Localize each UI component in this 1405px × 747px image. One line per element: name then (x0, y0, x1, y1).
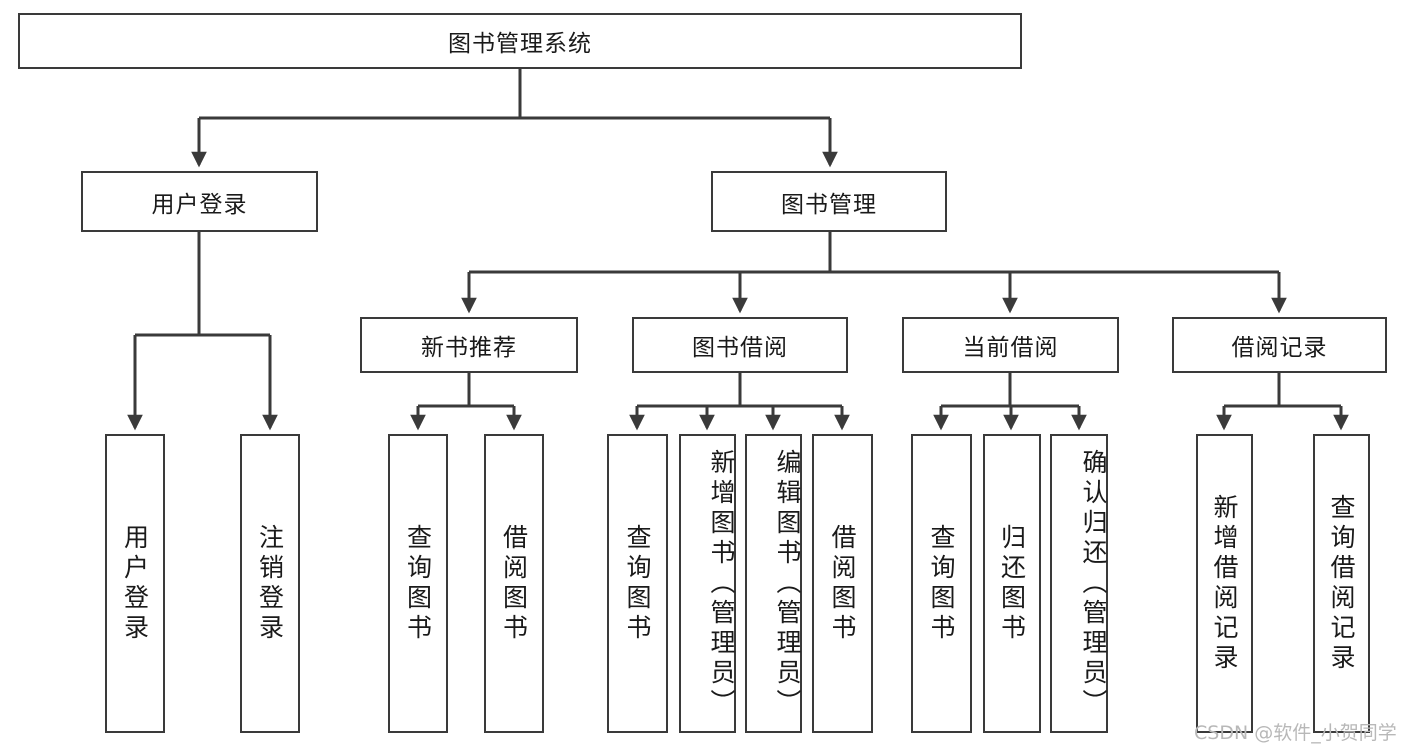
node-leaf-return-book[interactable]: 归还图书 (983, 434, 1041, 733)
node-label: 查询图书 (623, 523, 652, 644)
node-label: 归还图书 (997, 523, 1027, 644)
node-borrow-record[interactable]: 借阅记录 (1172, 317, 1387, 373)
node-label: 查询借阅记录 (1327, 493, 1356, 674)
node-label: 用户登录 (151, 191, 248, 218)
node-leaf-logout[interactable]: 注销登录 (240, 434, 300, 733)
node-current-borrow[interactable]: 当前借阅 (902, 317, 1119, 373)
node-label: 借阅图书 (828, 523, 857, 644)
node-label: 新书推荐 (421, 335, 517, 361)
node-leaf-edit-book-admin[interactable]: 编辑图书（管理员） (745, 434, 802, 733)
node-label: 新增借阅记录 (1210, 493, 1239, 674)
node-leaf-user-login[interactable]: 用户登录 (105, 434, 165, 733)
node-new-book-recommend[interactable]: 新书推荐 (360, 317, 578, 373)
node-label: 当前借阅 (962, 335, 1059, 361)
node-root-book-management-system[interactable]: 图书管理系统 (18, 13, 1022, 69)
node-label: 借阅图书 (499, 523, 529, 644)
node-leaf-query-book-current[interactable]: 查询图书 (911, 434, 972, 733)
node-leaf-query-borrow-record[interactable]: 查询借阅记录 (1313, 434, 1370, 733)
node-leaf-borrow-book[interactable]: 借阅图书 (812, 434, 873, 733)
node-leaf-borrow-book-recommend[interactable]: 借阅图书 (484, 434, 544, 733)
node-leaf-query-book[interactable]: 查询图书 (607, 434, 668, 733)
node-leaf-query-book-recommend[interactable]: 查询图书 (388, 434, 448, 733)
node-label: 借阅记录 (1231, 335, 1328, 361)
node-book-borrow[interactable]: 图书借阅 (632, 317, 848, 373)
node-label: 确认归还（管理员） (1079, 448, 1108, 719)
node-label: 用户登录 (120, 523, 150, 644)
node-user-login[interactable]: 用户登录 (81, 171, 318, 232)
node-leaf-confirm-return-admin[interactable]: 确认归还（管理员） (1050, 434, 1108, 733)
node-label: 图书管理系统 (448, 31, 592, 57)
node-label: 注销登录 (255, 523, 285, 644)
node-label: 图书借阅 (692, 335, 788, 361)
node-label: 新增图书（管理员） (707, 448, 736, 719)
node-label: 编辑图书（管理员） (773, 448, 802, 719)
node-leaf-add-book-admin[interactable]: 新增图书（管理员） (679, 434, 736, 733)
node-leaf-add-borrow-record[interactable]: 新增借阅记录 (1196, 434, 1253, 733)
node-label: 查询图书 (403, 523, 433, 644)
node-label: 图书管理 (781, 191, 877, 218)
node-label: 查询图书 (927, 523, 956, 644)
node-book-management[interactable]: 图书管理 (711, 171, 947, 232)
